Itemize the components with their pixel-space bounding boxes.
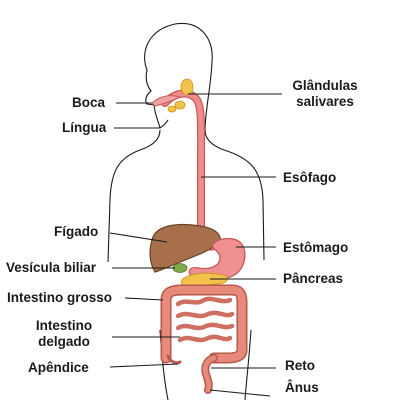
salivary-glands-shape <box>167 78 194 113</box>
small-intestine-shape <box>175 296 235 343</box>
label-anus: Ânus <box>285 380 319 395</box>
label-salivary-glands: Glândulas salivares <box>285 78 365 110</box>
label-salivary-glands-line2: salivares <box>296 94 354 109</box>
label-stomach: Estômago <box>283 240 349 255</box>
label-salivary-glands-line1: Glândulas <box>292 78 358 93</box>
label-appendix: Apêndice <box>28 360 89 375</box>
label-gallbladder: Vesícula biliar <box>6 260 97 275</box>
rectum-inner <box>202 355 217 393</box>
large-intestine-inner <box>162 286 246 362</box>
label-esophagus: Esôfago <box>283 170 337 185</box>
liver-shape <box>149 223 221 273</box>
mouth-shape <box>151 95 182 107</box>
label-small-intestine-line1: Intestino <box>35 318 93 333</box>
appendix-shape <box>166 354 182 365</box>
pancreas-shape <box>180 272 228 287</box>
label-liver: Fígado <box>54 224 99 239</box>
body-outline <box>107 22 265 263</box>
esophagus-shape <box>161 89 218 251</box>
esophagus-shape-inner <box>162 90 217 250</box>
label-tongue: Língua <box>62 120 107 135</box>
label-pancreas: Pâncreas <box>283 271 344 286</box>
label-mouth: Boca <box>72 95 106 110</box>
gallbladder-shape <box>172 263 188 273</box>
leader-lines <box>109 93 282 397</box>
label-large-intestine: Intestino grosso <box>7 290 113 305</box>
label-small-intestine-line2: delgado <box>38 334 90 349</box>
label-rectum: Reto <box>285 358 315 373</box>
label-small-intestine: Intestino delgado <box>26 318 102 350</box>
